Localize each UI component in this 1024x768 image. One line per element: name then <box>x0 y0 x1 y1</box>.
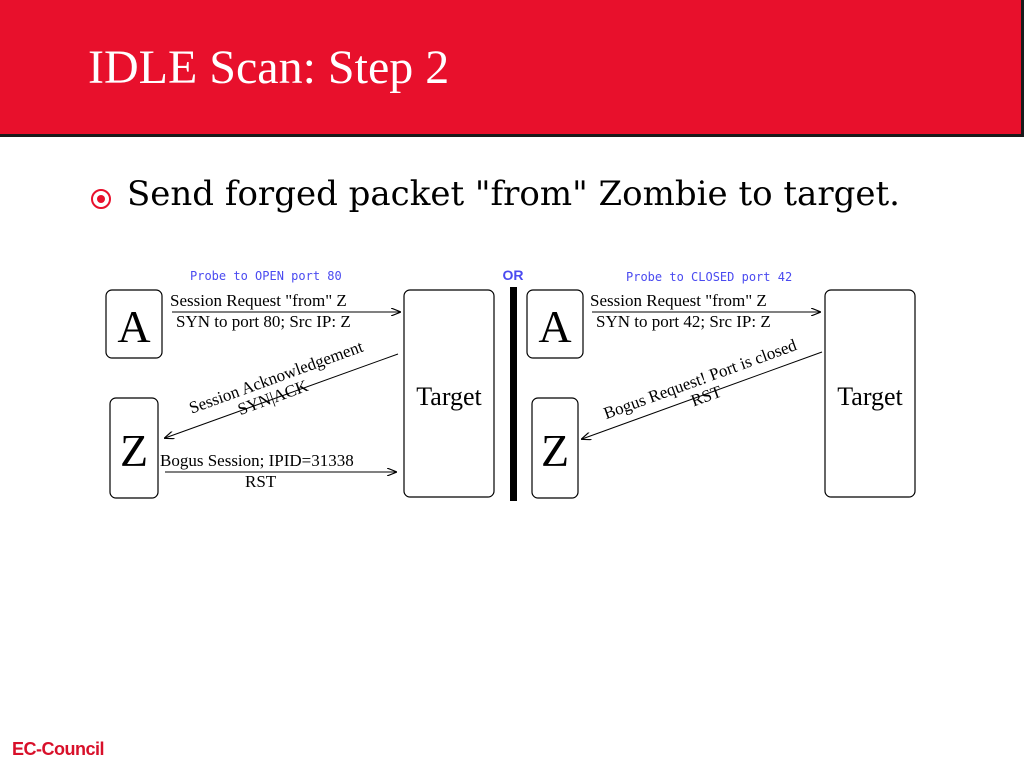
slide-title: IDLE Scan: Step 2 <box>88 41 450 94</box>
closed-port-caption: Probe to CLOSED port 42 <box>626 270 792 284</box>
syn-open-port-text: SYN to port 80; Src IP: Z <box>176 312 351 331</box>
open-port-caption: Probe to OPEN port 80 <box>190 269 342 283</box>
attacker-label: A <box>117 301 150 352</box>
bogus-request-text: Bogus Request! Port is closed <box>601 335 800 423</box>
syn-closed-port-text: SYN to port 42; Src IP: Z <box>596 312 771 331</box>
title-bar: IDLE Scan: Step 2 <box>0 0 1024 137</box>
or-separator <box>510 287 517 501</box>
attacker-box-closed <box>526 289 584 359</box>
zombie-box-closed <box>531 397 579 499</box>
or-label: OR <box>503 267 524 283</box>
circle-bullet-icon <box>91 189 111 209</box>
bullet-text: Send forged packet "from" Zombie to targ… <box>127 174 900 214</box>
syn-ack-arrow <box>165 353 399 438</box>
bogus-session-text: Bogus Session; IPID=31338 <box>160 451 354 470</box>
closed-rst-arrow <box>582 351 823 439</box>
idle-scan-diagram: Probe to OPEN port 80 A Z Target Session… <box>105 267 916 501</box>
session-request-text-closed: Session Request "from" Z <box>590 291 767 310</box>
ec-council-logo: EC-Council <box>12 739 105 759</box>
target-box <box>403 289 495 498</box>
rst-text: RST <box>245 472 277 491</box>
zombie-label: Z <box>120 425 148 476</box>
target-label: Target <box>416 382 482 411</box>
session-request-text: Session Request "from" Z <box>170 291 347 310</box>
target-label-closed: Target <box>837 382 903 411</box>
zombie-box <box>109 397 159 499</box>
attacker-label-closed: A <box>538 301 571 352</box>
zombie-label-closed: Z <box>541 425 569 476</box>
attacker-box <box>105 289 163 359</box>
target-box-closed <box>824 289 916 498</box>
